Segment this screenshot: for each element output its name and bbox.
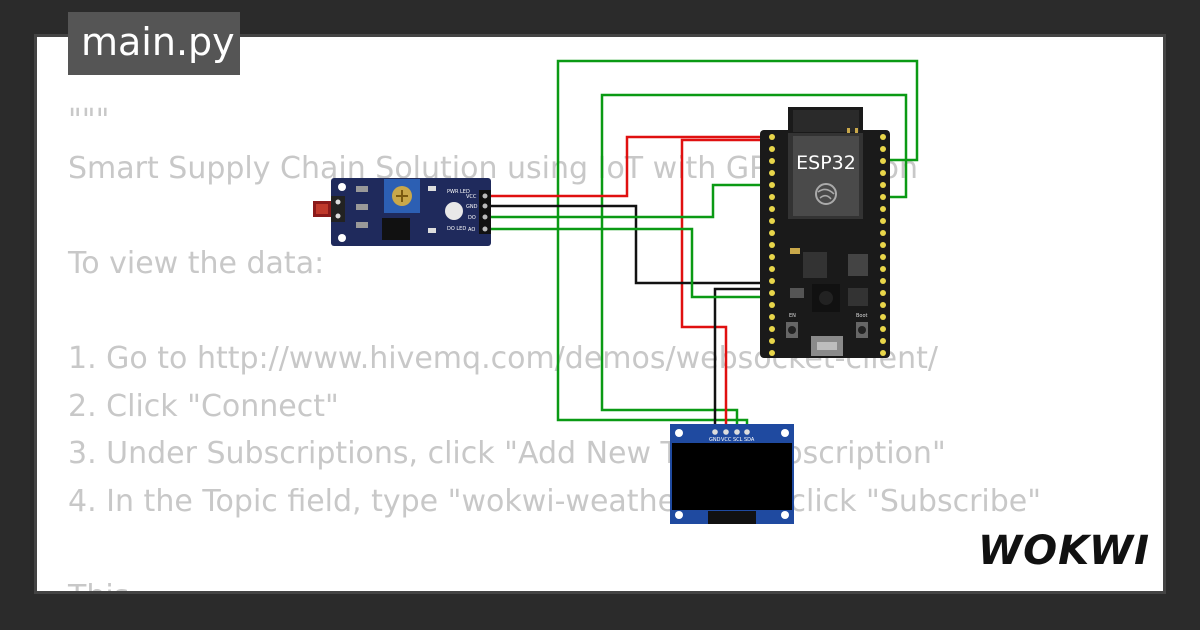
sensor-pin-gnd: GND: [466, 204, 478, 210]
code-line: To view the data:: [68, 245, 325, 281]
esp32-pin[interactable]: [880, 134, 886, 140]
do-led-label: DO LED: [447, 226, 466, 232]
code-line: This ...: [68, 573, 1041, 591]
esp32-pin[interactable]: [880, 290, 886, 296]
boot-button-label: Boot: [856, 313, 868, 319]
esp32-module-shield: [793, 136, 859, 216]
esp32-label: ESP32: [796, 152, 856, 174]
wires: [490, 59, 919, 432]
esp32-pin[interactable]: [880, 218, 886, 224]
esp32-pin[interactable]: [769, 194, 775, 200]
esp32-pin[interactable]: [880, 254, 886, 260]
esp32-pin[interactable]: [769, 266, 775, 272]
wire-red-oled-vcc[interactable]: [680, 138, 772, 432]
esp32-pin[interactable]: [880, 338, 886, 344]
esp32-pin[interactable]: [769, 242, 775, 248]
esp32-pin[interactable]: [769, 338, 775, 344]
esp32-pin[interactable]: [769, 230, 775, 236]
esp32-pin[interactable]: [880, 266, 886, 272]
esp32-left-pins: [769, 134, 775, 356]
comparator-chip: [382, 218, 410, 240]
light-sensor-module[interactable]: PWR LED DO LED VCC GND DO AO: [313, 178, 491, 246]
code-editor-text: """ Smart Supply Chain Solution using IoT…: [68, 97, 1042, 591]
esp32-pin[interactable]: [880, 230, 886, 236]
esp32-pin[interactable]: [769, 146, 775, 152]
esp32-pin[interactable]: [769, 302, 775, 308]
esp32-pin[interactable]: [880, 170, 886, 176]
esp32-pin[interactable]: [769, 326, 775, 332]
wokwi-logo-text: WOKWI: [978, 528, 1151, 574]
oled-pin-vcc: VCC: [721, 437, 732, 443]
wire-green-scl[interactable]: [600, 93, 908, 432]
esp32-pin[interactable]: [769, 278, 775, 284]
esp32-pin[interactable]: [769, 350, 775, 356]
esp32-board[interactable]: ESP32 EN Boot: [760, 107, 890, 358]
wire-green-ao[interactable]: [490, 227, 772, 299]
sensor-pin-vcc: VCC: [466, 194, 477, 200]
wire-green-sda[interactable]: [556, 59, 919, 432]
esp32-pin[interactable]: [769, 170, 775, 176]
code-canvas-card: """ Smart Supply Chain Solution using IoT…: [34, 34, 1166, 594]
oled-screen: [672, 443, 792, 510]
code-line: 2. Click "Connect": [68, 388, 339, 424]
sensor-pin-do: DO: [468, 215, 476, 221]
esp32-pin[interactable]: [769, 254, 775, 260]
en-button-label: EN: [789, 313, 796, 319]
esp32-pin[interactable]: [769, 182, 775, 188]
esp32-pin[interactable]: [769, 218, 775, 224]
esp32-pin[interactable]: [769, 206, 775, 212]
esp32-pin[interactable]: [880, 350, 886, 356]
esp32-pin[interactable]: [880, 278, 886, 284]
file-tab-main-py[interactable]: main.py: [68, 12, 240, 75]
wokwi-logo: WOKWI: [978, 528, 1150, 574]
esp32-pin[interactable]: [769, 158, 775, 164]
esp32-pin[interactable]: [880, 326, 886, 332]
code-line: """: [68, 103, 110, 138]
espressif-logo-icon: [815, 183, 837, 205]
esp32-pin[interactable]: [880, 182, 886, 188]
wire-red-vcc[interactable]: [490, 135, 772, 198]
esp32-pin[interactable]: [769, 134, 775, 140]
wire-black-gnd[interactable]: [490, 204, 772, 285]
wire-black-oled-gnd[interactable]: [713, 287, 772, 432]
esp32-pin[interactable]: [880, 158, 886, 164]
esp32-pin[interactable]: [880, 302, 886, 308]
pwr-led-label: PWR LED: [447, 189, 470, 195]
sensor-pin-ao: AO: [468, 227, 475, 233]
esp32-pin[interactable]: [769, 290, 775, 296]
oled-display[interactable]: GND VCC SCL SDA: [670, 424, 794, 524]
esp32-pin[interactable]: [769, 314, 775, 320]
esp32-pin[interactable]: [880, 194, 886, 200]
esp32-pin[interactable]: [880, 242, 886, 248]
oled-pin-gnd: GND: [709, 437, 721, 443]
oled-pin-scl: SCL: [733, 437, 743, 443]
code-line: 4. In the Topic field, type "wokwi-weath…: [68, 483, 1042, 519]
esp32-pin[interactable]: [880, 206, 886, 212]
code-line: Smart Supply Chain Solution using IoT wi…: [68, 150, 918, 186]
esp32-pin[interactable]: [880, 314, 886, 320]
wire-green-do[interactable]: [490, 183, 772, 219]
esp32-pin[interactable]: [880, 146, 886, 152]
esp32-right-pins: [880, 134, 886, 356]
oled-pin-sda: SDA: [744, 437, 755, 443]
